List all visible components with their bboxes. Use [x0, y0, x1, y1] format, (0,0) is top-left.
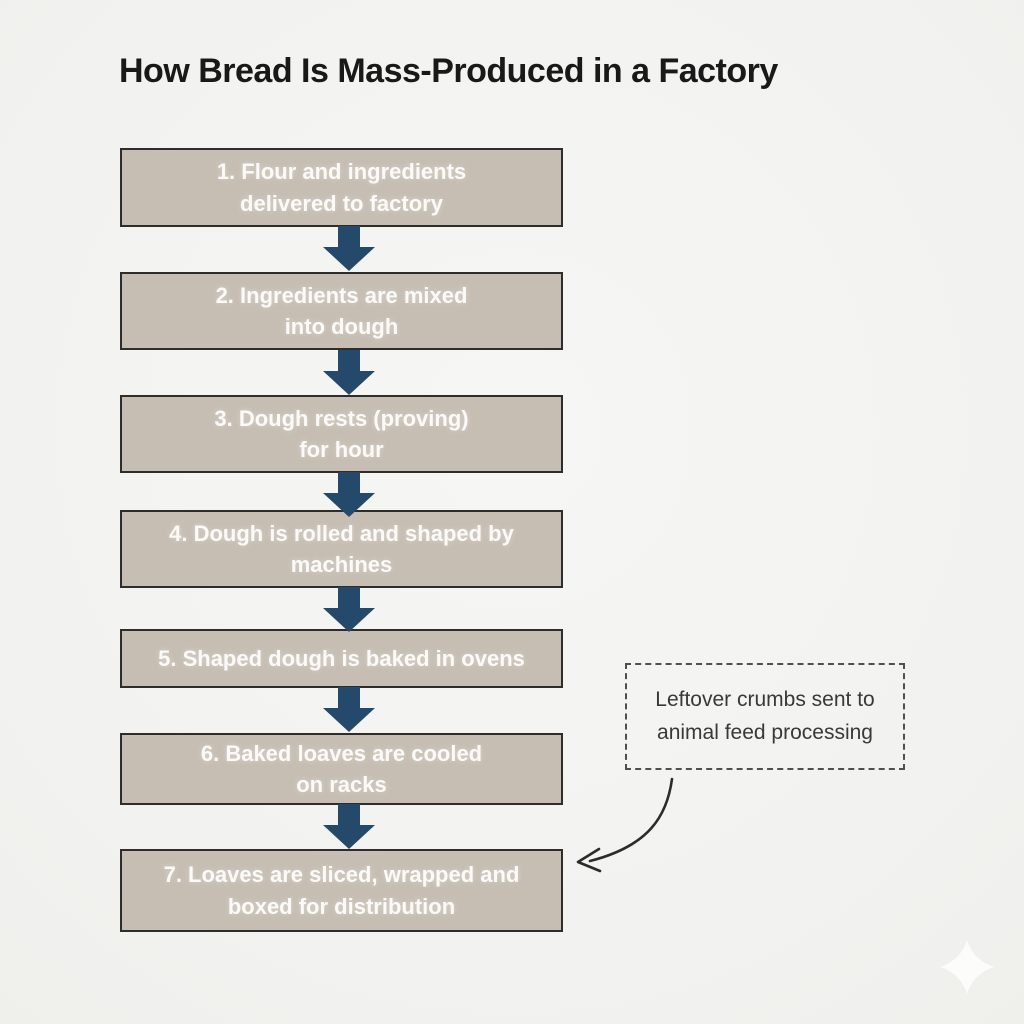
- flow-step-2: 2. Ingredients are mixed into dough: [120, 272, 563, 350]
- down-arrow-icon: [323, 687, 375, 732]
- down-arrow-icon: [323, 587, 375, 632]
- page-title: How Bread Is Mass-Produced in a Factory: [119, 52, 778, 90]
- flow-step-7: 7. Loaves are sliced, wrapped and boxed …: [120, 849, 563, 932]
- down-arrow-icon: [323, 472, 375, 517]
- flow-step-6: 6. Baked loaves are cooled on racks: [120, 733, 563, 805]
- flow-step-5: 5. Shaped dough is baked in ovens: [120, 629, 563, 688]
- flow-step-1: 1. Flour and ingredients delivered to fa…: [120, 148, 563, 227]
- flow-step-3: 3. Dough rests (proving) for hour: [120, 395, 563, 473]
- side-note-label: Leftover crumbs sent to animal feed proc…: [655, 687, 875, 744]
- flow-step-4: 4. Dough is rolled and shaped by machine…: [120, 510, 563, 588]
- down-arrow-icon: [323, 226, 375, 271]
- down-arrow-icon: [323, 804, 375, 849]
- down-arrow-icon: [323, 350, 375, 395]
- side-note-box: Leftover crumbs sent to animal feed proc…: [625, 663, 905, 770]
